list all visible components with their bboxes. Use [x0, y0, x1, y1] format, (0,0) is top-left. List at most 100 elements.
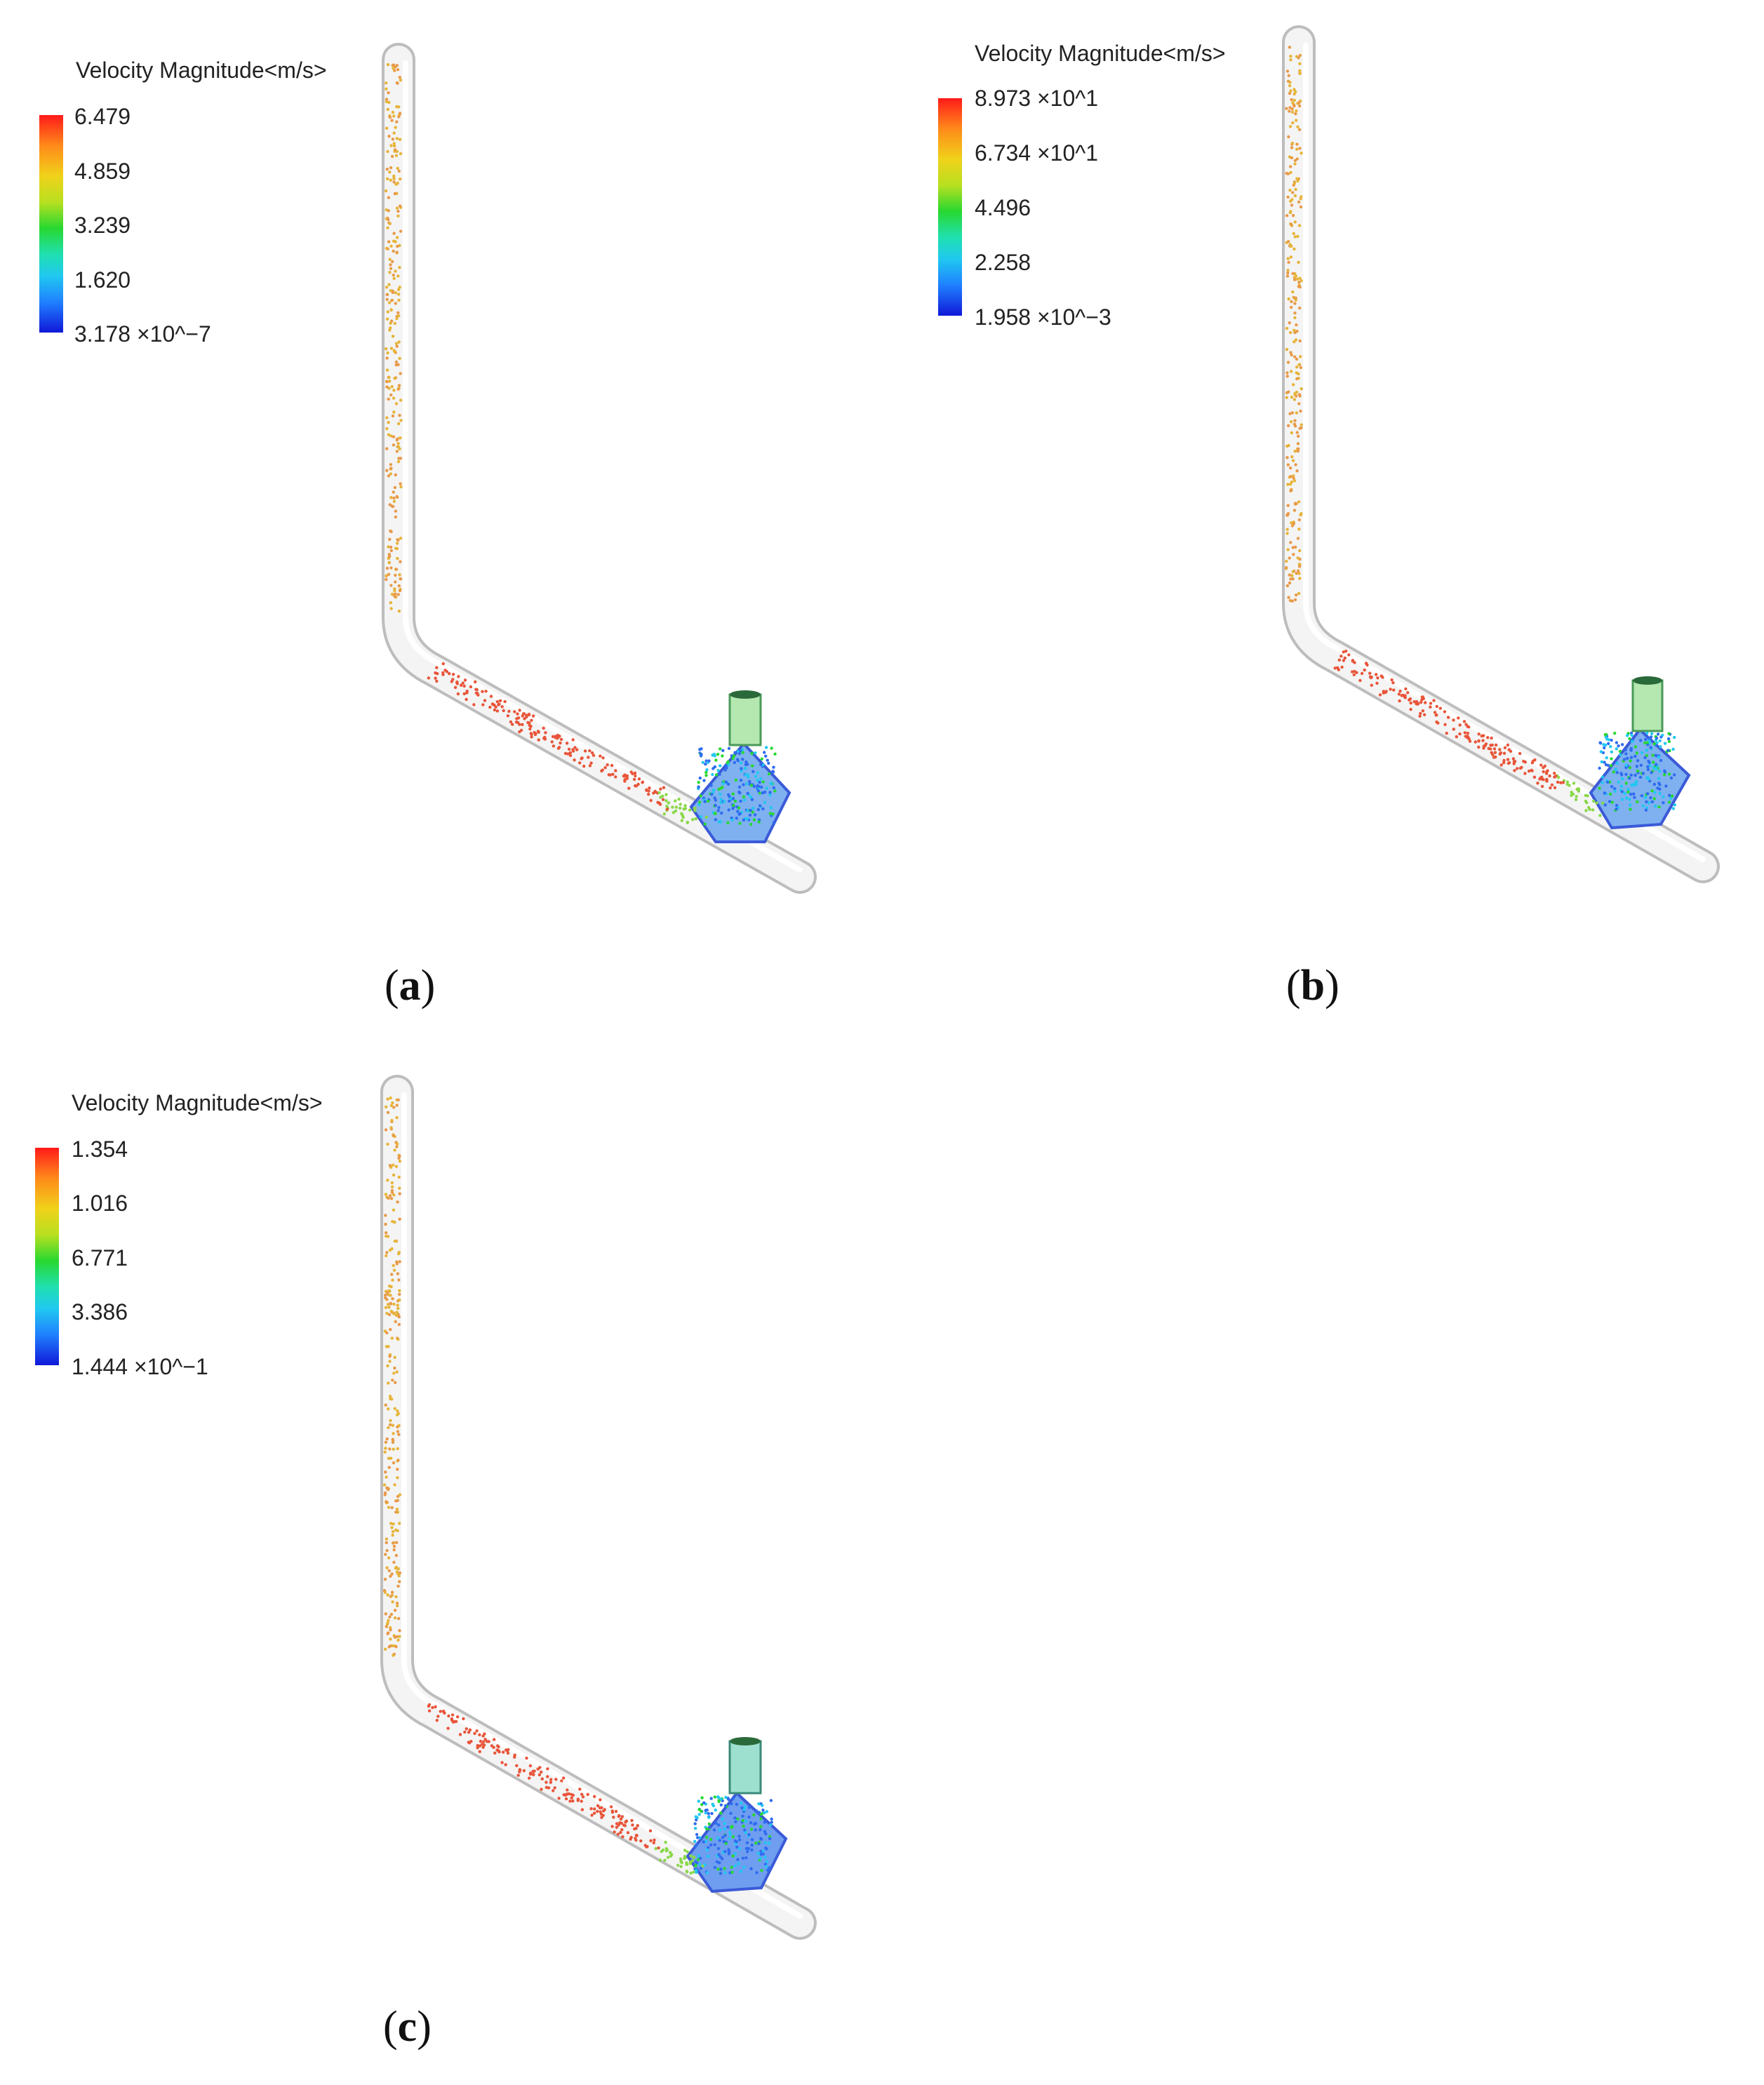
particle: [609, 1805, 613, 1809]
particle: [1290, 480, 1294, 484]
particle: [674, 805, 679, 809]
particle: [1287, 596, 1290, 599]
particle: [665, 805, 669, 808]
particle: [389, 1419, 392, 1423]
particle: [1657, 770, 1662, 773]
particle: [1289, 475, 1292, 478]
particle: [387, 572, 391, 576]
particle: [1655, 741, 1659, 745]
legend-title: Velocity Magnitude<m/s>: [975, 41, 1226, 66]
particle: [394, 509, 398, 513]
particle: [1648, 739, 1651, 743]
particle: [580, 1792, 584, 1796]
particle: [1620, 743, 1624, 746]
particle: [392, 1302, 396, 1306]
particle: [1290, 300, 1293, 304]
particle: [696, 1858, 700, 1861]
particle: [392, 1208, 396, 1212]
particle: [391, 290, 394, 295]
particle: [1288, 91, 1292, 95]
particle: [1286, 271, 1290, 275]
particle: [1609, 764, 1613, 767]
particle: [1553, 775, 1558, 778]
particle: [739, 779, 743, 782]
particle: [1285, 347, 1289, 351]
particle: [633, 771, 637, 775]
particle: [629, 770, 633, 774]
particle: [390, 1572, 394, 1576]
particle: [1662, 795, 1665, 799]
particle: [396, 422, 401, 426]
particle: [1640, 794, 1644, 798]
particle: [770, 782, 773, 786]
particle: [747, 1832, 751, 1837]
particle: [737, 752, 742, 756]
particle: [1628, 766, 1632, 770]
particle: [583, 749, 587, 753]
particle: [528, 727, 532, 731]
particle: [1295, 109, 1298, 113]
particle: [729, 1811, 733, 1815]
particle: [389, 244, 393, 248]
particle: [498, 699, 502, 702]
particle: [681, 813, 684, 817]
particle: [392, 131, 396, 135]
particle: [1600, 760, 1603, 764]
particle: [716, 1837, 720, 1840]
particle: [1289, 210, 1292, 213]
particle: [668, 1851, 672, 1854]
particle: [709, 1843, 713, 1846]
particle: [1297, 402, 1301, 405]
particle: [740, 767, 743, 770]
particle: [751, 770, 755, 774]
particle: [1290, 156, 1294, 160]
particle: [478, 1750, 481, 1753]
particle: [395, 450, 399, 453]
particle: [1619, 784, 1624, 788]
particle: [698, 1863, 702, 1866]
particle: [489, 695, 493, 698]
particle: [716, 1795, 720, 1799]
particle: [1553, 772, 1556, 775]
particle: [394, 342, 399, 345]
particle: [398, 1580, 401, 1583]
legend-title: Velocity Magnitude<m/s>: [72, 1090, 323, 1115]
particle: [454, 1719, 458, 1723]
particle: [1418, 714, 1422, 718]
particle: [1613, 789, 1617, 793]
particle: [763, 1821, 767, 1824]
particle: [589, 761, 593, 765]
particle: [733, 760, 737, 765]
particle: [565, 742, 569, 745]
particle: [1290, 110, 1295, 114]
particle: [688, 1860, 693, 1864]
particle: [398, 1192, 401, 1195]
particle: [733, 799, 737, 803]
particle: [1291, 101, 1295, 105]
particle: [552, 1789, 555, 1792]
particle: [521, 723, 524, 727]
particle: [398, 266, 401, 269]
particle: [554, 1778, 558, 1781]
particle: [515, 717, 519, 720]
colorbar-tick: 2.258: [975, 250, 1031, 275]
particle: [1297, 101, 1301, 105]
particle: [396, 1567, 400, 1571]
particle: [699, 794, 702, 798]
particle: [385, 1541, 388, 1545]
particle: [390, 384, 394, 389]
particle: [1286, 257, 1290, 260]
particle: [395, 137, 399, 140]
particle: [389, 1456, 393, 1460]
particle: [1288, 189, 1292, 192]
particle: [716, 769, 720, 772]
particle: [397, 169, 401, 173]
particle: [1292, 247, 1296, 251]
particle: [1422, 713, 1426, 716]
particle: [521, 714, 524, 718]
colorbar-tick: 1.620: [74, 267, 131, 293]
particle: [747, 1806, 751, 1809]
particle: [727, 1850, 731, 1853]
particle: [711, 1804, 716, 1808]
particle: [1286, 548, 1290, 551]
